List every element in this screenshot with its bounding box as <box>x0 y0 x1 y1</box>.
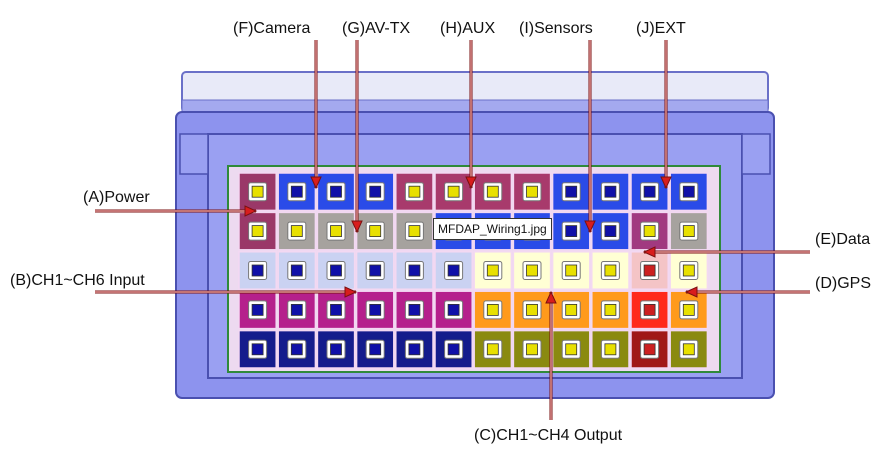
pin-contact <box>526 264 538 277</box>
pin-cell <box>551 172 591 212</box>
pin-cell <box>395 211 434 251</box>
enclosure-right-notch <box>741 133 771 175</box>
pin-contact <box>330 303 342 316</box>
pin-contact <box>486 303 499 316</box>
pointer-arrows <box>95 40 810 420</box>
av-tx-arrow <box>351 40 363 234</box>
pin-cell <box>238 172 277 212</box>
pin-contact <box>330 225 342 238</box>
pin-contact <box>643 225 656 238</box>
ch-output-label: (C)CH1~CH4 Output <box>474 427 623 444</box>
pin-contact <box>604 343 617 356</box>
pin-contact <box>565 185 578 198</box>
pin-contact <box>408 185 421 198</box>
enclosure-left-notch <box>179 133 209 175</box>
pin-contact <box>486 185 499 198</box>
pin-contact <box>682 343 695 356</box>
ch-input-label: (B)CH1~CH6 Input <box>10 272 145 289</box>
pin-contact <box>408 343 421 356</box>
pin-contact <box>369 303 382 316</box>
pin-contact <box>604 185 617 198</box>
power-arrow <box>95 205 258 217</box>
pin-contact <box>251 225 264 238</box>
pin-contact <box>643 264 656 277</box>
pin-contact <box>251 185 264 198</box>
pin-contact <box>682 185 695 198</box>
pin-contact <box>369 343 382 356</box>
pin-contact <box>369 225 382 238</box>
sensors-arrow <box>584 40 596 234</box>
pin-contact <box>251 264 264 277</box>
ext-arrow <box>660 40 672 190</box>
pin-contact <box>643 343 656 356</box>
aux-label: (H)AUX <box>440 20 496 37</box>
pin-contact <box>447 185 460 198</box>
ch-input-arrow <box>95 286 358 298</box>
pin-contact <box>290 264 303 277</box>
pin-contact <box>565 225 578 238</box>
av-tx-label: (G)AV-TX <box>342 20 411 37</box>
pin-contact <box>604 264 617 277</box>
pin-cell <box>551 290 591 330</box>
pin-contact <box>526 343 538 356</box>
camera-arrow <box>310 40 322 190</box>
pin-contact <box>290 343 303 356</box>
pin-contact <box>290 185 303 198</box>
aux-arrow <box>465 40 477 190</box>
pin-contact <box>682 225 695 238</box>
pin-contact <box>408 264 421 277</box>
gps-label: (D)GPS <box>815 275 871 292</box>
pin-contact <box>447 264 460 277</box>
data-label: (E)Data <box>815 231 871 248</box>
pin-contact <box>330 343 342 356</box>
pin-contact <box>643 185 656 198</box>
camera-label: (F)Camera <box>233 20 311 37</box>
ext-label: (J)EXT <box>636 20 686 37</box>
pin-contact <box>565 343 578 356</box>
pin-cell <box>238 211 277 251</box>
pin-contact <box>643 303 656 316</box>
pin-contact <box>604 303 617 316</box>
pin-contact <box>565 303 578 316</box>
pin-contact <box>486 264 499 277</box>
pin-contact <box>369 185 382 198</box>
image-tooltip: MFDAP_Wiring1.jpg <box>433 218 552 240</box>
pin-contact <box>290 303 303 316</box>
pin-contact <box>447 303 460 316</box>
pin-cell <box>473 290 513 330</box>
pin-contact <box>330 185 342 198</box>
pin-contact <box>682 303 695 316</box>
pin-contact <box>604 225 617 238</box>
data-arrow <box>642 246 810 258</box>
pin-contact <box>251 303 264 316</box>
pin-contact <box>682 264 695 277</box>
sensors-label: (I)Sensors <box>519 20 593 37</box>
ch-output-arrow <box>545 290 557 420</box>
pin-contact <box>408 225 421 238</box>
pin-contact <box>330 264 342 277</box>
pin-contact <box>447 343 460 356</box>
pin-contact <box>290 225 303 238</box>
pin-contact <box>526 185 538 198</box>
pin-contact <box>369 264 382 277</box>
pin-contact <box>526 303 538 316</box>
pin-contact <box>251 343 264 356</box>
gps-arrow <box>684 286 810 298</box>
pin-contact <box>408 303 421 316</box>
pin-contact <box>565 264 578 277</box>
pin-contact <box>486 343 499 356</box>
power-label: (A)Power <box>83 189 150 206</box>
